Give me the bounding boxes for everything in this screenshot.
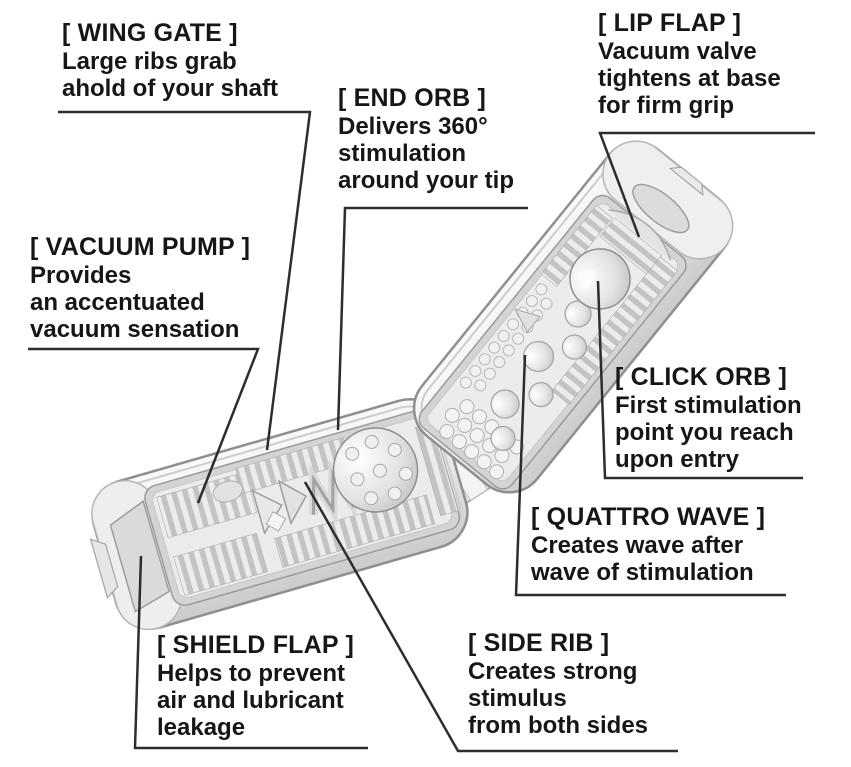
callout-click-orb-line: upon entry xyxy=(615,446,739,473)
click-orb-sphere xyxy=(569,248,631,310)
callout-lip-flap-line: for firm grip xyxy=(598,92,734,119)
leader-click-orb xyxy=(596,280,803,480)
callout-vacuum-pump-line: vacuum sensation xyxy=(30,316,240,343)
callout-quattro-wave-line: Creates wave after xyxy=(531,532,744,559)
callout-wing-gate-line: Large ribs grab xyxy=(62,48,237,75)
callout-side-rib-line: from both sides xyxy=(468,712,649,739)
callout-shield-flap-title: [ SHIELD FLAP ] xyxy=(157,631,354,659)
end-orb-dots xyxy=(345,434,413,506)
callout-shield-flap-line: air and lubricant xyxy=(157,687,344,714)
callout-side-rib: [ SIDE RIB ] Creates strong stimulus fro… xyxy=(468,628,648,739)
leader-end-orb xyxy=(336,206,528,431)
callout-side-rib-line: Creates strong xyxy=(468,658,638,685)
callout-end-orb: [ END ORB ] Delivers 360° stimulation ar… xyxy=(338,83,514,194)
callout-side-rib-line: stimulus xyxy=(468,685,567,712)
callout-wing-gate-title: [ WING GATE ] xyxy=(62,19,238,47)
leader-wing-gate xyxy=(58,110,312,451)
callout-lip-flap: [ LIP FLAP ] Vacuum valve tightens at ba… xyxy=(598,8,781,119)
callout-wing-gate: [ WING GATE ] Large ribs grab ahold of y… xyxy=(62,18,278,102)
callout-end-orb-line: stimulation xyxy=(338,140,467,167)
callout-end-orb-title: [ END ORB ] xyxy=(338,84,487,112)
callout-vacuum-pump-line: an accentuated xyxy=(30,289,205,316)
leader-vacuum-pump xyxy=(28,347,260,504)
leader-side-rib xyxy=(303,481,678,753)
callout-vacuum-pump-title: [ VACUUM PUMP ] xyxy=(30,233,251,261)
callout-click-orb: [ CLICK ORB ] First stimulation point yo… xyxy=(615,362,802,473)
cap-tab xyxy=(668,166,704,197)
callout-wing-gate-line: ahold of your shaft xyxy=(62,75,278,102)
callout-click-orb-title: [ CLICK ORB ] xyxy=(615,363,788,391)
callout-quattro-wave-line: wave of stimulation xyxy=(531,559,754,586)
callout-side-rib-title: [ SIDE RIB ] xyxy=(468,629,610,657)
callout-end-orb-line: around your tip xyxy=(338,167,514,194)
callout-lip-flap-line: Vacuum valve xyxy=(598,38,757,65)
callout-quattro-wave: [ QUATTRO WAVE ] Creates wave after wave… xyxy=(531,502,765,586)
callout-shield-flap-line: Helps to prevent xyxy=(157,660,346,687)
callout-vacuum-pump: [ VACUUM PUMP ] Provides an accentuated … xyxy=(30,232,250,343)
leader-lines xyxy=(28,110,815,753)
leader-quattro-wave xyxy=(514,354,786,597)
callout-shield-flap: [ SHIELD FLAP ] Helps to prevent air and… xyxy=(157,630,354,741)
device-left-half xyxy=(89,398,469,631)
callout-lip-flap-title: [ LIP FLAP ] xyxy=(598,9,742,37)
lip-flap-shape xyxy=(632,183,690,234)
callout-click-orb-line: First stimulation xyxy=(615,392,802,419)
callout-shield-flap-line: leakage xyxy=(157,714,246,741)
cap-tab xyxy=(89,538,119,600)
callout-vacuum-pump-line: Provides xyxy=(30,262,132,289)
callout-lip-flap-line: tightens at base xyxy=(598,65,781,92)
leader-lip-flap xyxy=(598,131,815,238)
leader-shield-flap xyxy=(133,555,368,750)
callout-click-orb-line: point you reach xyxy=(615,419,794,446)
quattro-wave-orbs xyxy=(490,300,592,452)
callout-end-orb-line: Delivers 360° xyxy=(338,113,488,140)
right-rib-texture xyxy=(540,204,678,405)
wing-gate-ribs xyxy=(156,422,459,596)
callout-quattro-wave-title: [ QUATTRO WAVE ] xyxy=(531,503,766,531)
bead-rows xyxy=(459,283,553,392)
